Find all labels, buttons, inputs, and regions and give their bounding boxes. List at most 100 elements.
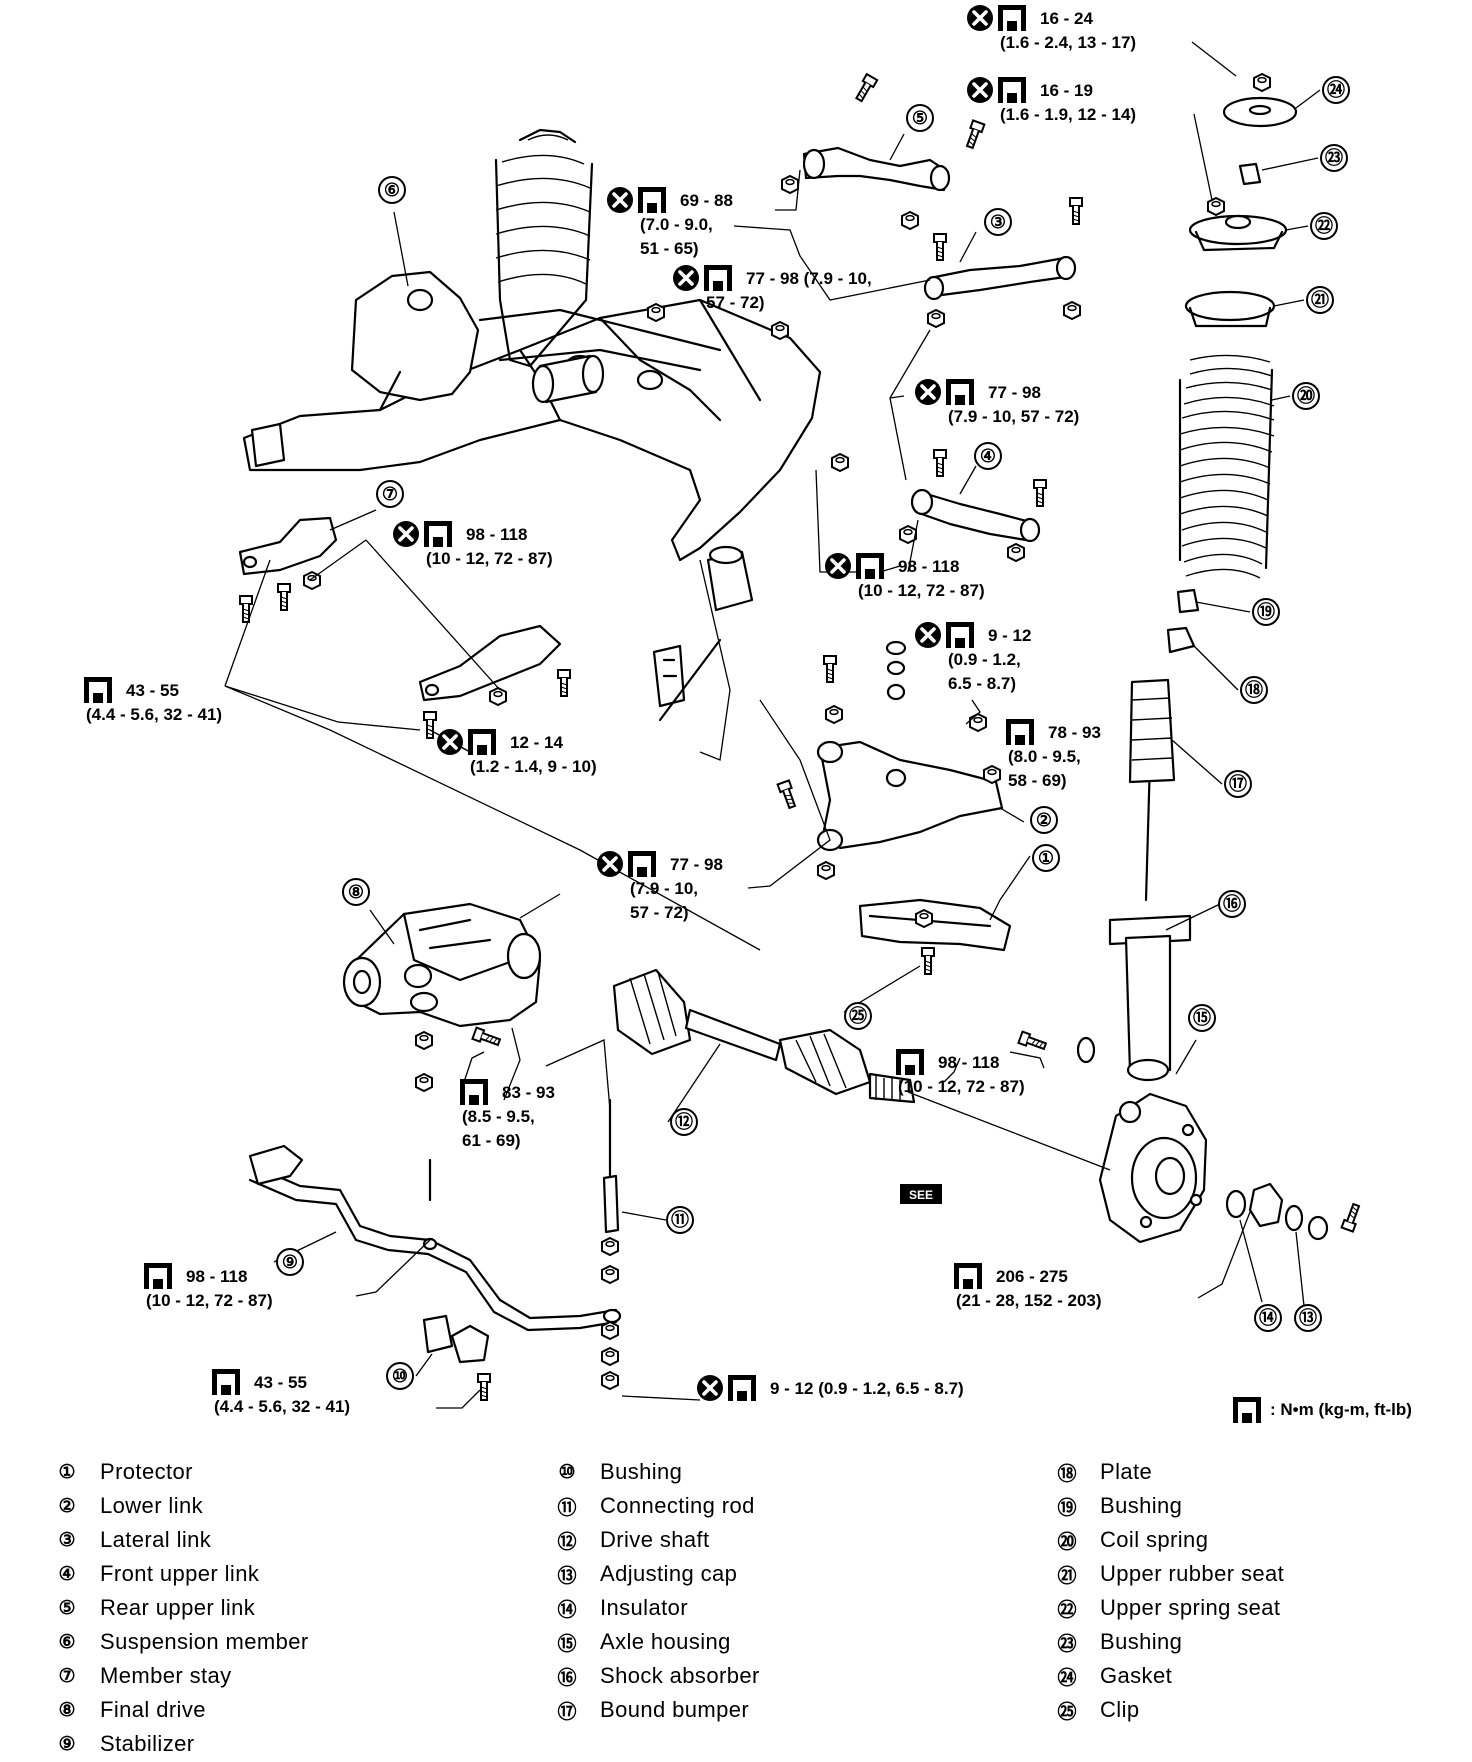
torque-wrench-icon	[998, 77, 1026, 103]
callout-circle	[1254, 1304, 1282, 1332]
replace-part-x-icon	[965, 3, 995, 33]
torque-callout-t17: 43 - 55(4.4 - 5.6, 32 - 41)	[212, 1369, 350, 1416]
callout-number: ⑱	[1245, 679, 1263, 700]
legend-item-number: ②	[58, 1495, 76, 1517]
callout-number: ⑲	[1257, 601, 1275, 622]
legend-item-label: Gasket	[1100, 1663, 1173, 1688]
legend-item-number: ㉔	[1057, 1667, 1077, 1689]
torque-value-line: (4.4 - 5.6, 32 - 41)	[86, 705, 222, 724]
torque-wrench-icon	[638, 187, 666, 213]
part-callout-9: ⑨	[276, 1248, 304, 1276]
torque-value-line: 12 - 14	[510, 733, 563, 752]
legend-item-number: ③	[58, 1529, 76, 1551]
replace-part-x-icon	[671, 263, 701, 293]
replace-part-x-icon	[391, 519, 421, 549]
callout-number: ⑮	[1193, 1007, 1211, 1028]
callout-circle	[906, 104, 934, 132]
part-callout-18: ⑱	[1240, 676, 1268, 704]
callout-circle	[342, 878, 370, 906]
torque-wrench-icon	[1233, 1397, 1261, 1423]
legend-item-number: ㉑	[1057, 1565, 1077, 1587]
suspension-exploded-diagram: 16 - 24(1.6 - 2.4, 13 - 17) 16 - 19(1.6 -…	[84, 3, 1363, 1416]
legend-item-label: Bushing	[1100, 1493, 1183, 1518]
legend-item-label: Clip	[1100, 1697, 1140, 1722]
torque-value-line: (10 - 12, 72 - 87)	[858, 581, 985, 600]
callout-number: ⑨	[282, 1252, 298, 1272]
legend-item-label: Bushing	[1100, 1629, 1183, 1654]
legend-item-number: ⑱	[1057, 1463, 1077, 1485]
callout-number: ③	[990, 212, 1006, 232]
torque-callout-t8: 9 - 12(0.9 - 1.2,6.5 - 8.7)	[913, 620, 1031, 693]
torque-wrench-icon	[728, 1375, 756, 1401]
legend-item-number: ⑤	[58, 1597, 76, 1619]
torque-wrench-icon	[212, 1369, 240, 1395]
legend-item-number: ⑮	[557, 1633, 577, 1655]
unit-note-text: : N•m (kg-m, ft-lb)	[1270, 1400, 1412, 1419]
part-callout-7: ⑦	[376, 480, 404, 508]
torque-callout-t1: 16 - 24(1.6 - 2.4, 13 - 17)	[965, 3, 1136, 52]
torque-value-line: (10 - 12, 72 - 87)	[426, 549, 553, 568]
legend-item-label: Rear upper link	[100, 1595, 256, 1620]
callout-circle	[666, 1206, 694, 1234]
part-callout-3: ③	[984, 208, 1012, 236]
legend-item: ① Protector	[52, 1455, 309, 1489]
torque-value-line: 61 - 69)	[462, 1131, 521, 1150]
hub-hardware	[1225, 1182, 1363, 1241]
legend-item-number: ④	[58, 1563, 76, 1585]
torque-wrench-icon	[424, 521, 452, 547]
legend-item-number: ①	[58, 1461, 76, 1483]
torque-value-line: 77 - 98	[670, 855, 723, 874]
callout-number: ⑳	[1297, 385, 1315, 406]
torque-wrench-icon	[896, 1049, 924, 1075]
legend-item: ⑤ Rear upper link	[52, 1591, 309, 1625]
torque-value-line: (8.5 - 9.5,	[462, 1107, 535, 1126]
part-callout-19: ⑲	[1252, 598, 1280, 626]
callout-circle	[1032, 844, 1060, 872]
torque-wrench-icon	[84, 677, 112, 703]
final-drive	[342, 902, 542, 1092]
callout-number: ㉒	[1315, 215, 1333, 236]
legend-item-label: Insulator	[600, 1595, 688, 1620]
torque-callout-t18: 9 - 12 (0.9 - 1.2, 6.5 - 8.7)	[695, 1373, 964, 1403]
replace-part-x-icon	[435, 727, 465, 757]
part-callout-21: ㉑	[1306, 286, 1334, 314]
torque-callout-t2: 16 - 19(1.6 - 1.9, 12 - 14)	[965, 75, 1136, 124]
callout-number: ⑧	[348, 882, 364, 902]
legend-item-label: Protector	[100, 1459, 193, 1484]
torque-value-line: 43 - 55	[254, 1373, 307, 1392]
legend-item-number: ⑪	[557, 1497, 577, 1519]
callout-number: ⑭	[1259, 1307, 1277, 1328]
torque-value-line: (7.9 - 10, 57 - 72)	[948, 407, 1079, 426]
torque-wrench-icon	[946, 379, 974, 405]
upper-rubber-seat	[1184, 290, 1276, 328]
torque-value-line: 6.5 - 8.7)	[948, 674, 1016, 693]
part-callout-2: ②	[1030, 806, 1058, 834]
unit-note: : N•m (kg-m, ft-lb)	[1232, 1396, 1412, 1424]
callout-circle	[1030, 806, 1058, 834]
callout-circle	[670, 1108, 698, 1136]
upper-bushing	[1238, 162, 1262, 186]
member-brackets	[647, 303, 849, 722]
callout-circle	[1320, 144, 1348, 172]
legend-item: ㉔ Gasket	[1052, 1659, 1284, 1693]
suspension-member	[242, 270, 822, 612]
legend-item-number: ⑧	[58, 1699, 76, 1721]
part-callout-17: ⑰	[1224, 770, 1252, 798]
torque-wrench-icon	[144, 1263, 172, 1289]
coil-spring	[1178, 354, 1275, 579]
callout-circle	[1322, 76, 1350, 104]
callout-number: ⑩	[392, 1366, 408, 1386]
member-stay	[238, 516, 571, 739]
lower-link	[776, 640, 1004, 880]
